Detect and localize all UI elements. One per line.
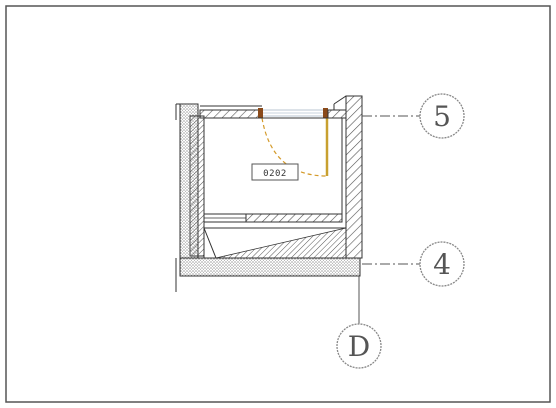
grid-label-5: 5	[433, 100, 451, 133]
room-tag-text: 0202	[263, 169, 287, 179]
ramp-slope	[215, 227, 347, 259]
bottom-exterior-wall	[179, 257, 361, 277]
middle-wall	[245, 213, 343, 223]
grid-bubble-D	[336, 323, 382, 369]
door-jamb-right	[323, 108, 328, 118]
left-inner-wall	[189, 115, 205, 257]
grid-label-4: 4	[433, 248, 451, 281]
top-wall-right	[327, 109, 347, 119]
right-wall	[345, 95, 363, 259]
drawing-frame	[5, 5, 551, 403]
door-jamb-left	[258, 108, 263, 118]
grid-bubble-5	[419, 93, 465, 139]
grid-bubble-4	[419, 241, 465, 287]
grid-label-D: D	[348, 330, 370, 363]
top-wall-left	[199, 109, 261, 119]
room-tag-box	[251, 163, 299, 181]
door-swing-arc	[261, 117, 328, 177]
